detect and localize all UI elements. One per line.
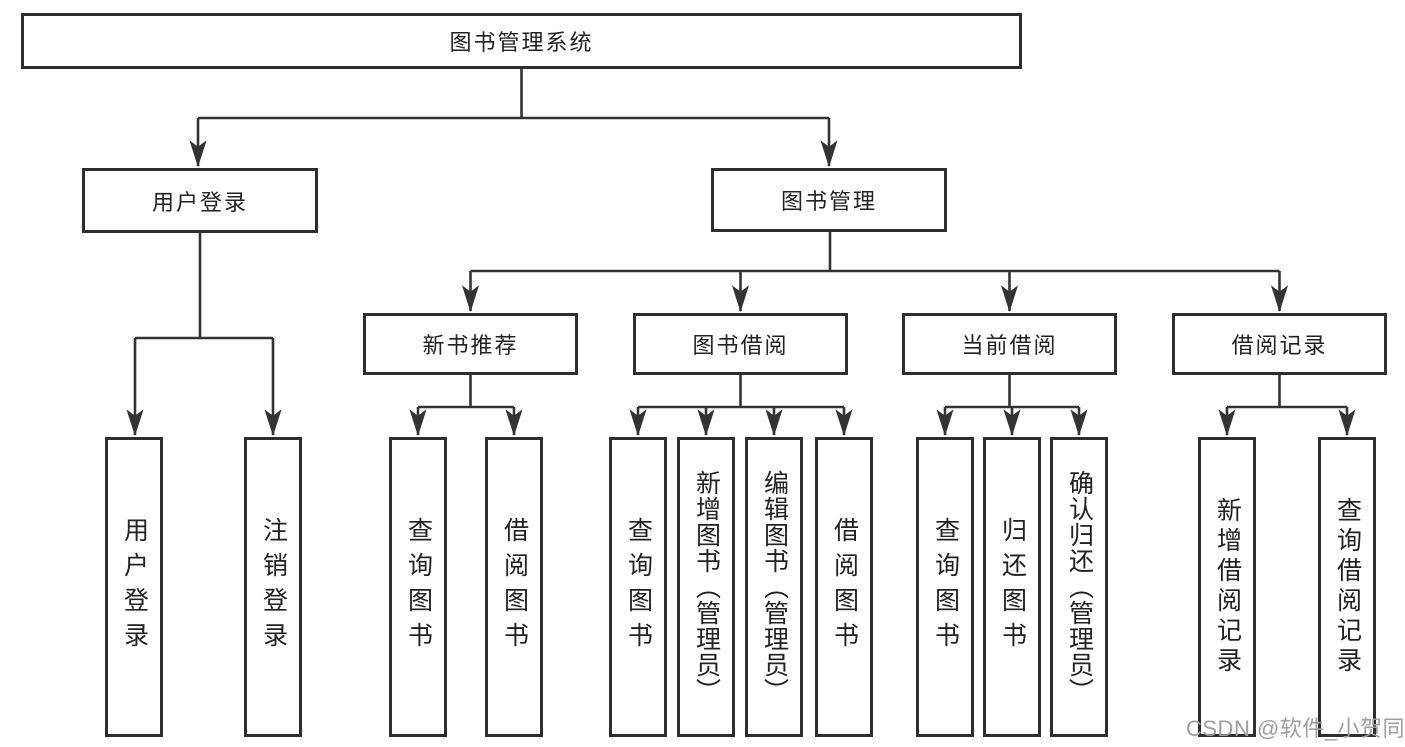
leaf-user-login: 用户登录	[105, 437, 163, 737]
node-current-borrow: 当前借阅	[902, 313, 1117, 375]
node-borrow-records: 借阅记录	[1172, 313, 1387, 375]
edge-bookborrow-to-leaves	[629, 375, 853, 437]
node-book-management: 图书管理	[711, 168, 947, 232]
leaf-add-book-admin: 新增图书（管理员）	[677, 437, 735, 737]
watermark: CSDN @软件_小贺同学	[1186, 716, 1405, 741]
node-new-book-recommend: 新书推荐	[363, 313, 578, 375]
leaf-confirm-return-admin: 确认归还（管理员）	[1050, 437, 1108, 737]
leaf-return-book: 归还图书	[983, 437, 1041, 737]
leaf-query-books-current: 查询图书	[916, 437, 974, 737]
leaf-add-borrow-record: 新增借阅记录	[1198, 437, 1256, 737]
node-root: 图书管理系统	[21, 13, 1022, 69]
leaf-borrow-books: 借阅图书	[815, 437, 873, 737]
leaf-query-books-recommend: 查询图书	[389, 437, 447, 737]
edge-userlogin-to-leaves	[126, 233, 282, 437]
leaf-edit-book-admin: 编辑图书（管理员）	[745, 437, 803, 737]
node-book-borrow: 图书借阅	[633, 313, 848, 375]
edge-bookmgmt-to-level3	[461, 232, 1289, 313]
leaf-borrow-books-recommend: 借阅图书	[485, 437, 543, 737]
edge-root-to-level2	[189, 69, 838, 168]
leaf-logout: 注销登录	[244, 437, 302, 737]
node-user-login: 用户登录	[82, 168, 318, 233]
edge-currentborrow-to-leaves	[936, 375, 1088, 437]
edge-borrowrec-to-leaves	[1218, 375, 1356, 437]
leaf-query-books-borrow: 查询图书	[609, 437, 667, 737]
leaf-query-borrow-record: 查询借阅记录	[1318, 437, 1376, 737]
edge-newbook-to-leaves	[409, 375, 523, 437]
